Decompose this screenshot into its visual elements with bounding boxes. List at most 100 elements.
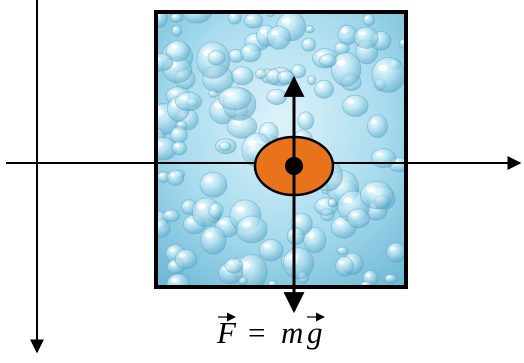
- water-droplet-highlight: [375, 152, 383, 156]
- water-droplet: [243, 12, 264, 29]
- water-droplet-highlight: [270, 92, 277, 96]
- water-droplet-highlight: [221, 143, 225, 146]
- water-droplet: [307, 75, 317, 86]
- water-droplet-highlight: [178, 122, 182, 125]
- water-droplet-highlight: [336, 59, 345, 66]
- water-droplet-highlight: [390, 246, 396, 251]
- water-droplet: [305, 25, 315, 34]
- water-droplet-highlight: [179, 253, 186, 258]
- water-droplet-highlight: [197, 203, 206, 210]
- water-droplet: [236, 215, 268, 244]
- water-droplet: [171, 24, 183, 37]
- water-droplet-highlight: [228, 261, 234, 265]
- water-droplet-highlight: [231, 52, 236, 55]
- water-droplet-highlight: [219, 220, 227, 225]
- water-droplet-highlight: [307, 27, 310, 29]
- water-droplet-highlight: [269, 282, 273, 284]
- container-border: [154, 10, 408, 289]
- water-droplet-highlight: [187, 219, 194, 223]
- water-droplet-highlight: [309, 77, 312, 80]
- water-droplet: [166, 169, 185, 186]
- water-droplet-highlight: [174, 144, 179, 147]
- water-droplet: [342, 94, 369, 117]
- water-droplet-highlight: [211, 53, 217, 57]
- water-droplet-highlight: [347, 99, 355, 104]
- water-droplet-highlight: [242, 221, 251, 227]
- water-droplet-highlight: [235, 70, 242, 74]
- water-droplet: [297, 111, 315, 130]
- water-droplet: [360, 181, 394, 210]
- water-droplet-highlight: [366, 187, 376, 193]
- water-droplet: [301, 37, 317, 52]
- water-droplet-highlight: [241, 262, 251, 269]
- water-droplet: [169, 12, 183, 23]
- water-droplet-highlight: [271, 30, 279, 36]
- water-droplet-highlight: [365, 16, 369, 19]
- water-droplet: [207, 50, 226, 66]
- water-droplet-highlight: [304, 40, 309, 44]
- mass-symbol: m: [281, 315, 303, 350]
- water-droplet: [346, 208, 371, 229]
- water-droplet: [230, 66, 254, 86]
- water-droplet: [266, 88, 288, 106]
- water-droplet-highlight: [230, 14, 235, 17]
- water-droplet-highlight: [159, 174, 163, 176]
- water-droplet: [208, 202, 224, 220]
- water-droplet-highlight: [341, 29, 347, 33]
- water-droplet-highlight: [338, 260, 344, 265]
- water-droplet-highlight: [249, 36, 256, 41]
- water-droplet: [370, 148, 397, 168]
- water-droplet-highlight: [172, 15, 176, 17]
- water-droplet: [336, 246, 349, 256]
- water-droplet-highlight: [378, 64, 388, 72]
- water-droplet-highlight: [280, 73, 286, 77]
- water-droplet: [166, 273, 191, 287]
- water-droplet-highlight: [171, 278, 178, 283]
- water-droplet: [353, 26, 379, 49]
- water-droplet-highlight: [170, 262, 176, 266]
- water-droplet-highlight: [400, 40, 404, 43]
- water-droplet-highlight: [211, 206, 216, 209]
- water-droplet-highlight: [188, 6, 196, 10]
- water-droplet: [384, 273, 398, 284]
- water-droplet-highlight: [235, 206, 245, 212]
- water-droplet-highlight: [214, 103, 222, 108]
- water-droplet-highlight: [184, 202, 189, 206]
- water-droplet-highlight: [170, 173, 175, 177]
- water-droplet-highlight: [318, 84, 324, 88]
- water-droplet: [255, 68, 267, 80]
- water-droplet-highlight: [307, 232, 314, 238]
- water-droplet: [286, 227, 305, 246]
- water-droplet: [174, 249, 198, 270]
- water-droplet-highlight: [244, 47, 250, 51]
- water-droplet-highlight: [173, 130, 179, 134]
- force-symbol: F: [216, 315, 237, 350]
- force-formula: F = m g: [216, 312, 325, 350]
- water-droplet-highlight: [224, 91, 234, 96]
- water-droplet-highlight: [358, 31, 366, 36]
- gravity-symbol: g: [307, 315, 323, 350]
- water-droplet: [327, 198, 338, 208]
- water-droplet: [318, 53, 337, 68]
- water-droplet: [200, 226, 227, 255]
- water-droplet: [156, 218, 171, 238]
- water-droplet: [330, 52, 362, 87]
- water-droplet-highlight: [300, 115, 306, 119]
- water-droplet-highlight: [293, 67, 298, 70]
- water-droplet-highlight: [169, 248, 175, 252]
- water-droplet: [218, 86, 252, 111]
- water-droplet-highlight: [247, 140, 256, 147]
- water-droplet-highlight: [281, 18, 291, 24]
- water-droplet: [258, 239, 284, 262]
- water-droplet-highlight: [337, 44, 342, 48]
- water-droplet-highlight: [257, 70, 261, 73]
- water-droplet-highlight: [362, 283, 366, 285]
- water-droplet: [169, 126, 188, 144]
- water-droplet-highlight: [170, 44, 177, 49]
- equals-sign: =: [248, 315, 265, 350]
- water-droplet-highlight: [329, 200, 333, 202]
- water-droplet: [266, 25, 291, 50]
- water-droplet-highlight: [365, 273, 371, 277]
- water-droplet: [199, 171, 228, 198]
